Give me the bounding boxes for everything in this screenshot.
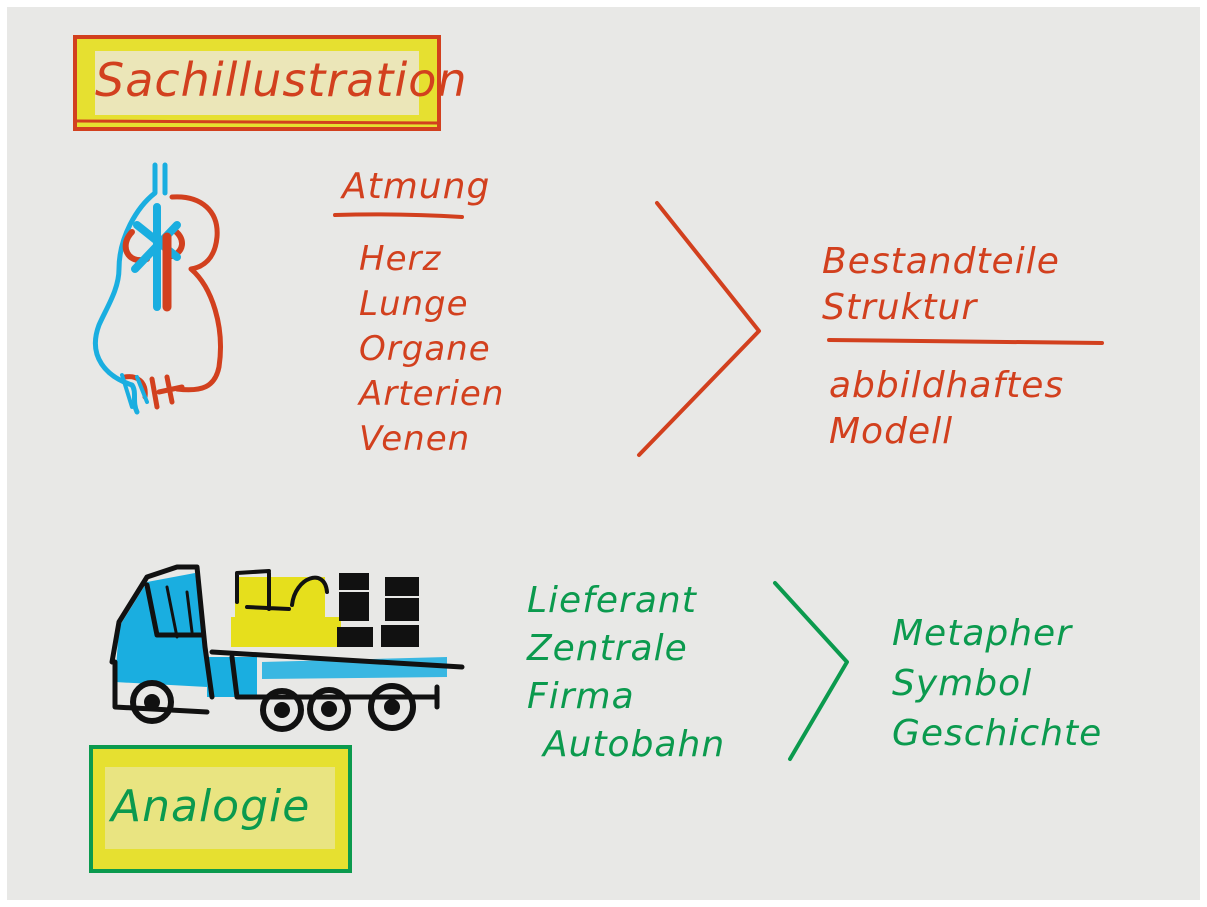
sachillustration-box (73, 35, 441, 131)
whiteboard: Sachillustration Atmung Herz Lunge Organ… (7, 7, 1200, 900)
list-item: Firma (527, 676, 635, 717)
list-item: Arterien (359, 374, 505, 414)
list-item: Modell (829, 411, 954, 452)
list-item: Autobahn (543, 724, 726, 765)
analogie-list: Lieferant Zentrale Firma Autobahn (527, 577, 725, 769)
red-chevron-icon (637, 201, 761, 457)
analogie-label: Analogie (111, 781, 311, 832)
atmung-list: Herz Lunge Organe Arterien Venen (359, 237, 504, 462)
list-item: Organe (359, 329, 491, 369)
heart-lung-sketch-icon (92, 162, 223, 415)
result-below-list: abbildhaftes Modell (829, 363, 1064, 455)
analogie-box (89, 745, 352, 873)
list-item: Lieferant (527, 580, 697, 621)
list-item: Herz (359, 239, 442, 279)
sketch-layer (73, 35, 1104, 873)
green-chevron-icon (773, 581, 849, 761)
list-item: Symbol (892, 663, 1033, 704)
atmung-heading: Atmung (342, 166, 491, 207)
list-item: Bestandteile (822, 241, 1060, 282)
truck-sketch-icon (109, 564, 465, 732)
sachillustration-label: Sachillustration (95, 53, 468, 107)
result-above-list: Bestandteile Struktur (822, 239, 1060, 331)
list-item: Zentrale (527, 628, 688, 669)
list-item: Geschichte (892, 713, 1103, 754)
result-divider (827, 338, 1104, 345)
list-item: Struktur (822, 287, 978, 328)
list-item: Metapher (892, 613, 1073, 654)
heading-underline (333, 212, 464, 219)
list-item: abbildhaftes (829, 365, 1065, 406)
list-item: Lunge (359, 284, 469, 324)
analogie-result-list: Metapher Symbol Geschichte (892, 609, 1102, 759)
list-item: Venen (359, 419, 471, 459)
